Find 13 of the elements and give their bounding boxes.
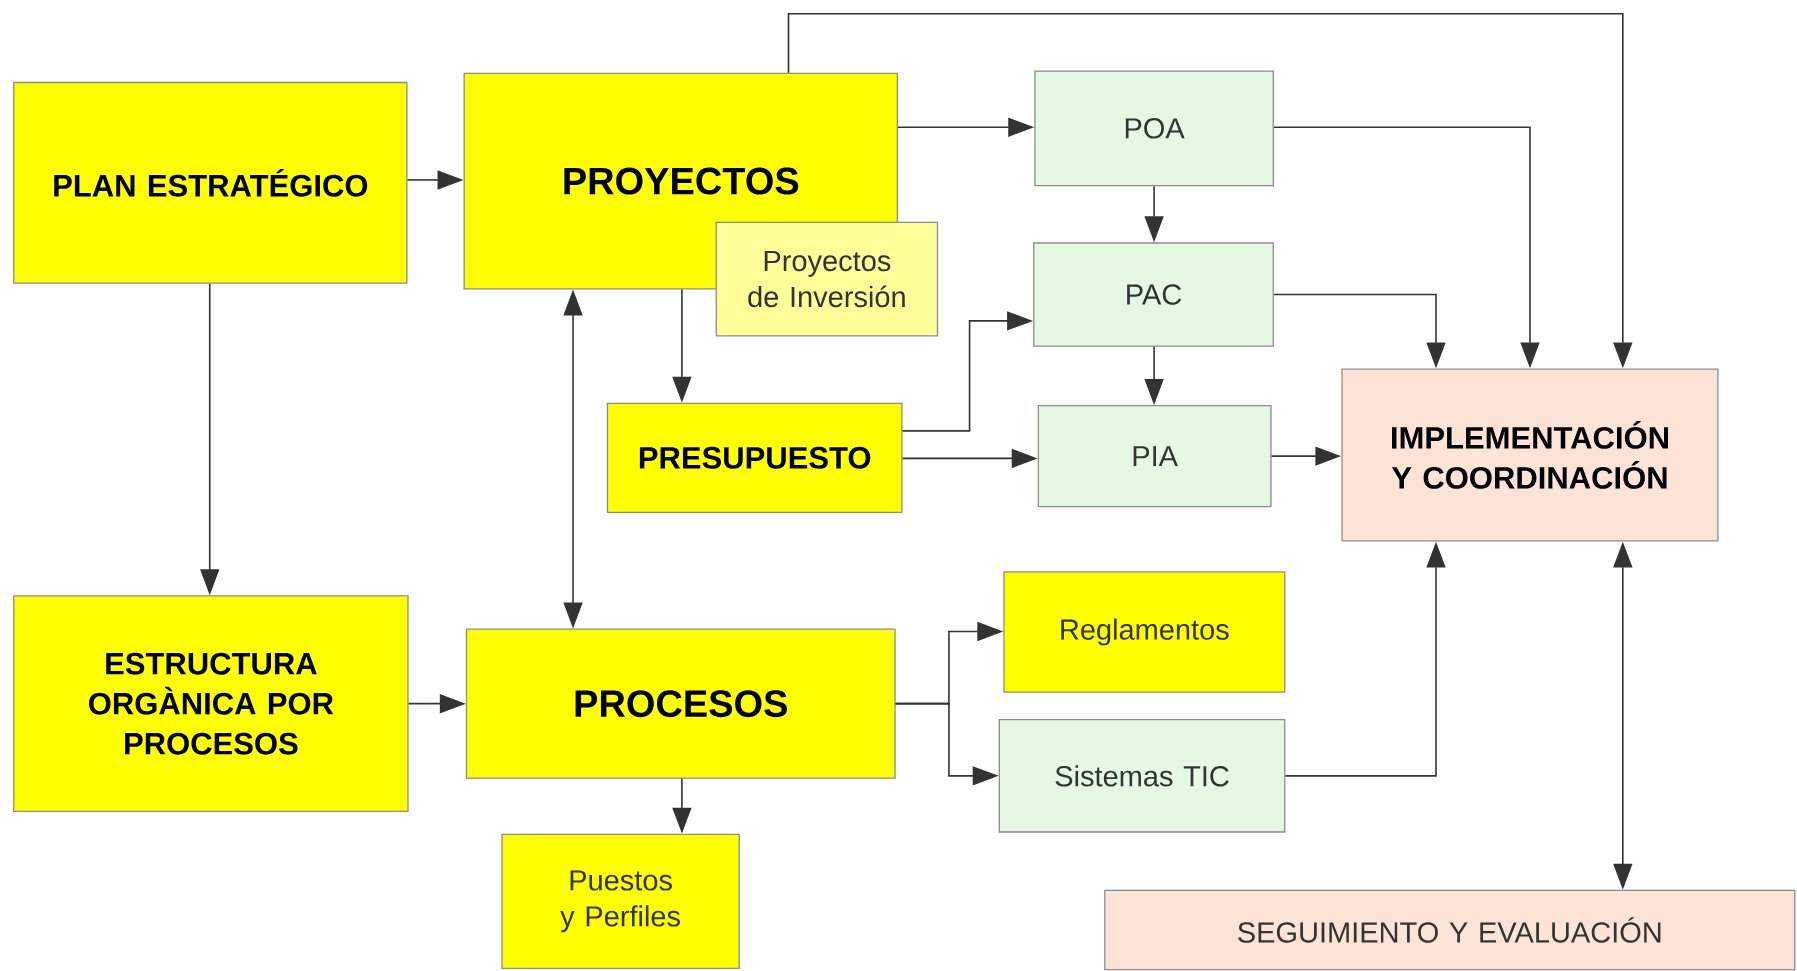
process-box: PROCESOS: [465, 628, 896, 779]
process-box: IMPLEMENTACIÓN Y COORDINACIÓN: [1341, 368, 1719, 542]
process-box: Sistemas TIC: [998, 719, 1286, 833]
process-box: PAC: [1033, 242, 1274, 347]
process-box: PRESUPUESTO: [606, 402, 903, 514]
process-box: Reglamentos: [1003, 571, 1286, 693]
process-box: POA: [1034, 70, 1274, 187]
process-box: Proyectos de Inversión: [715, 221, 939, 337]
process-box: Puestos y Perfiles: [501, 833, 740, 970]
process-box: ESTRUCTURA ORGÀNICA POR PROCESOS: [13, 595, 409, 813]
process-box: PLAN ESTRATÉGICO: [13, 82, 408, 284]
process-box: SEGUIMIENTO Y EVALUACIÓN: [1104, 889, 1796, 971]
process-box: PIA: [1037, 405, 1272, 508]
